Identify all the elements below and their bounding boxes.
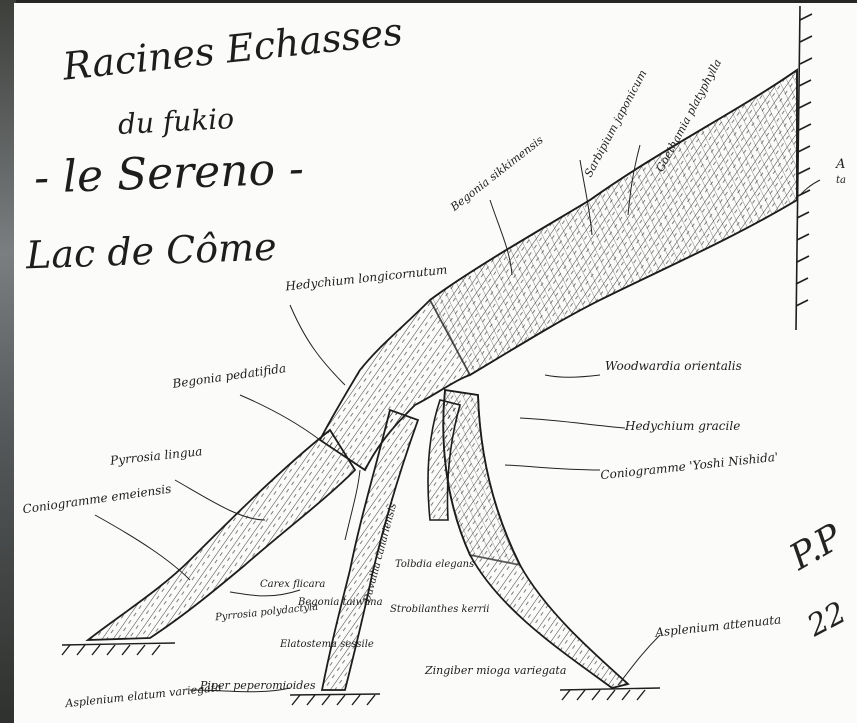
label-woodwardia: Woodwardia orientalis <box>605 360 742 372</box>
title-line-4: Lac de Côme <box>25 228 277 275</box>
title-line-3: - le Sereno - <box>33 147 304 200</box>
wall-line <box>796 6 812 330</box>
title-line-2: du fukio <box>117 105 234 139</box>
label-carex: Carex flicara <box>260 580 325 590</box>
label-strobilanthes: Strobilanthes kerrii <box>390 605 490 615</box>
label-elatostema: Elatostema sessile <box>280 640 374 650</box>
label-hedychium-gracile: Hedychium gracile <box>625 420 740 432</box>
label-top-right-a: A <box>836 158 845 171</box>
label-top-right-b: ta <box>836 176 846 186</box>
label-tolbdia: Tolbdia elegans <box>395 560 474 570</box>
label-piper: Piper peperomioides <box>200 680 316 691</box>
label-zingiber: Zingiber mioga variegata <box>425 665 566 676</box>
root-right <box>443 390 628 688</box>
label-begonia-taiwana: Begonia taiwana <box>298 598 383 608</box>
